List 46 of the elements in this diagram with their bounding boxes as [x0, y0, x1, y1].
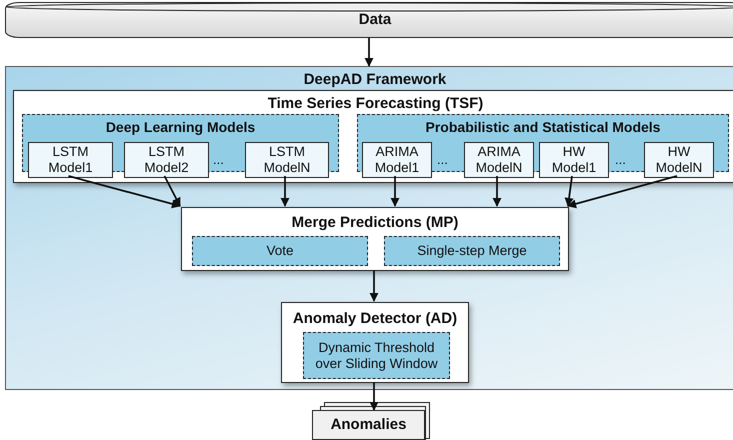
model-label: LSTM Model2: [143, 144, 190, 176]
module-box: [13, 90, 733, 183]
arrow: [164, 176, 181, 207]
group-label: Deep Learning Models: [104, 119, 256, 136]
model-label: LSTM Model1: [47, 144, 94, 176]
dashed-group-box: [384, 236, 560, 266]
arrow: [390, 176, 400, 207]
module-box: [281, 302, 469, 383]
arrow: [370, 270, 378, 302]
group-label: Single-step Merge: [416, 242, 528, 260]
data-band: [5, 2, 733, 38]
model-box: [362, 142, 432, 178]
arrow: [364, 38, 374, 67]
model-label: HW Model1: [550, 144, 598, 176]
group-label: Dynamic Threshold over Sliding Window: [314, 339, 439, 372]
model-box: [124, 142, 209, 178]
ellipsis-label: ...: [437, 152, 448, 167]
model-label: HW ModelN: [654, 144, 704, 176]
model-box: [28, 142, 113, 178]
model-label: LSTM ModelN: [262, 144, 312, 176]
module-box: [181, 207, 569, 271]
model-label: ARIMA ModelN: [474, 144, 524, 176]
model-box: [644, 142, 714, 178]
group-label: Vote: [265, 242, 295, 260]
output-document: [312, 410, 425, 440]
arrow: [370, 382, 378, 411]
band-title: Data: [358, 11, 392, 29]
group-label: Probabilistic and Statistical Models: [424, 119, 662, 136]
ellipsis-label: ...: [213, 152, 224, 167]
dashed-group-box: [303, 332, 450, 379]
arrow: [280, 176, 290, 207]
model-box: [245, 142, 329, 178]
module-title: Time Series Forecasting (TSF): [266, 95, 484, 113]
module-title: Anomaly Detector (AD): [292, 310, 458, 328]
model-label: ARIMA Model1: [374, 144, 420, 176]
model-box: [539, 142, 609, 178]
dashed-group-box: [192, 236, 368, 266]
ellipsis-label: ...: [615, 152, 626, 167]
panel-title: DeepAD Framework: [302, 71, 448, 89]
arrow: [492, 176, 502, 207]
model-box: [464, 142, 534, 178]
framework-panel: [5, 66, 733, 390]
module-title: Merge Predictions (MP): [290, 214, 460, 232]
arrow: [68, 175, 181, 208]
output-label: Anomalies: [330, 416, 408, 434]
arrow: [567, 175, 678, 208]
